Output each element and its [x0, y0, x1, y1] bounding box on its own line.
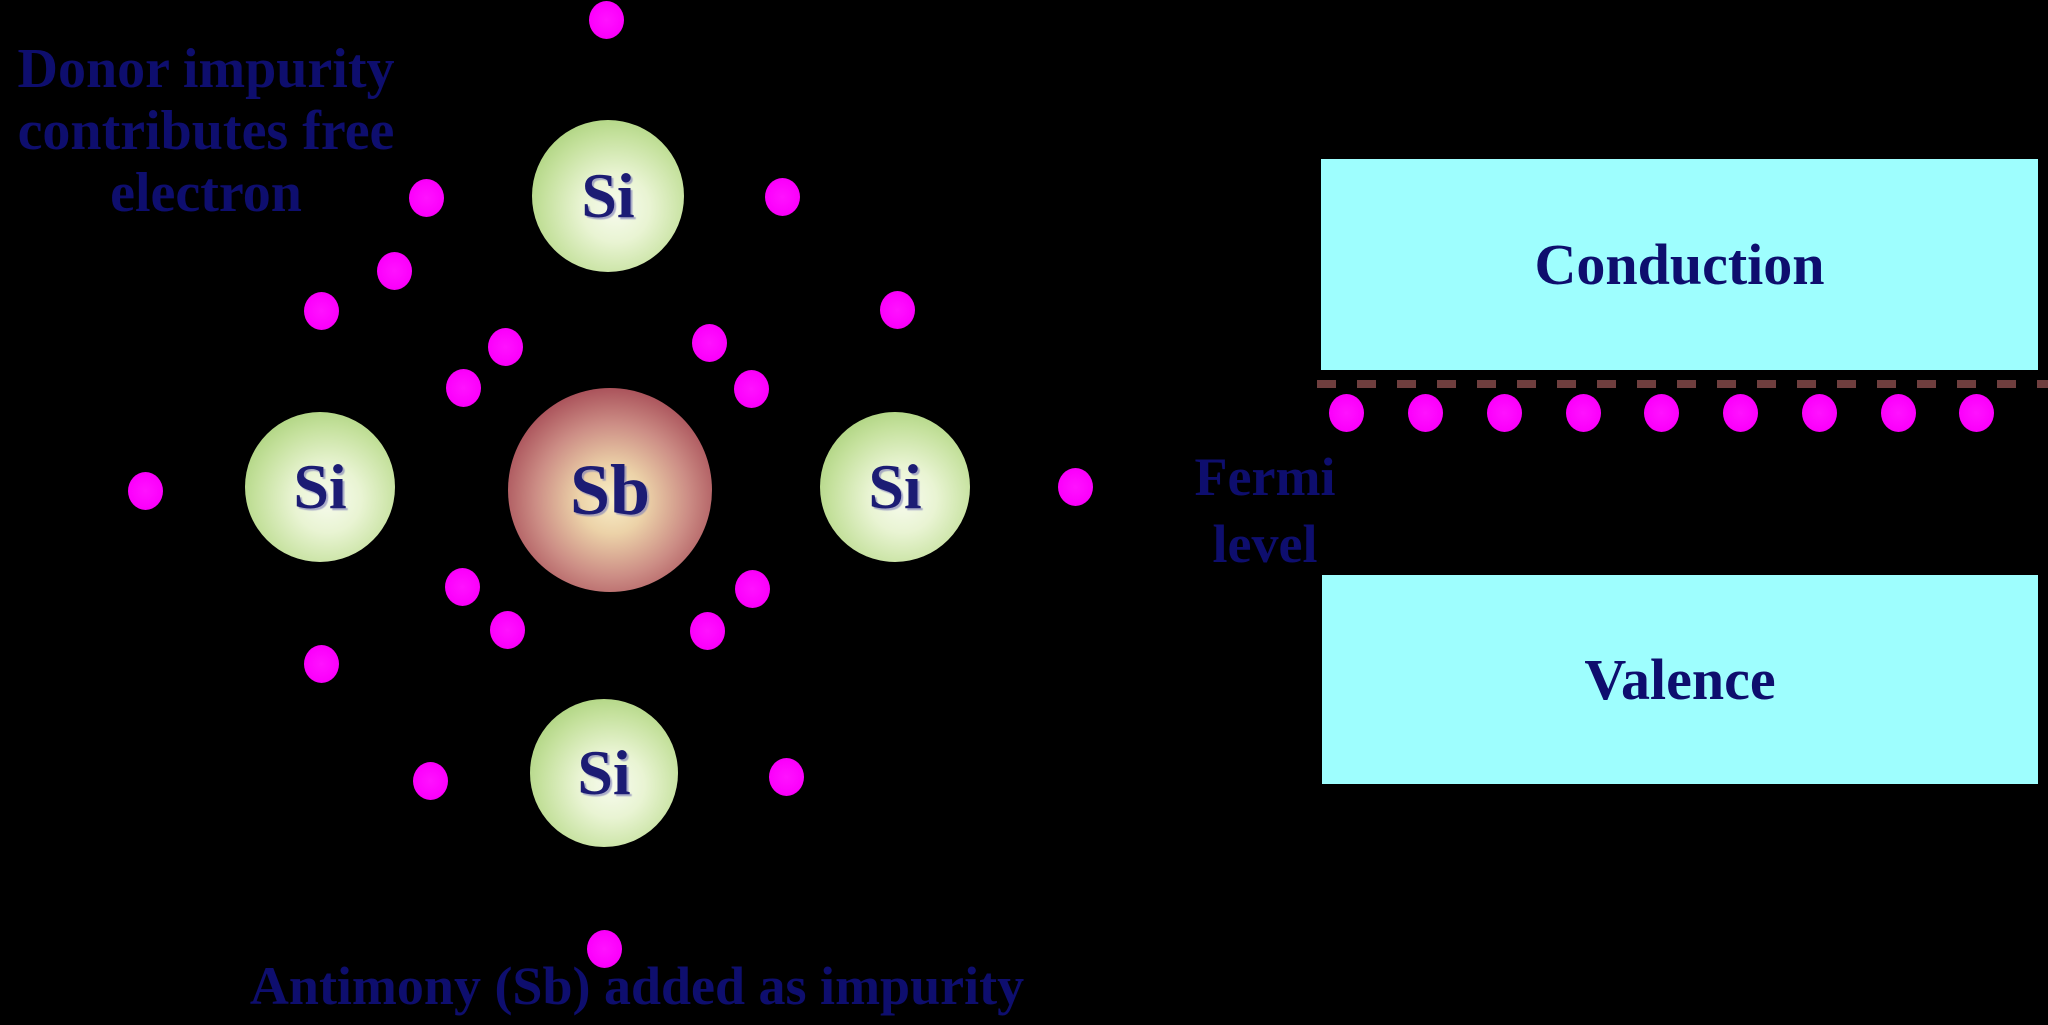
fermi-electron-dot	[1801, 394, 1837, 432]
fermi-electron-dot	[1328, 394, 1364, 432]
fermi-electron-dot	[1722, 394, 1758, 432]
fermi-label-line-1: Fermi	[1194, 447, 1336, 507]
electron-dot	[768, 758, 804, 796]
silicon-atom: Si	[245, 412, 395, 562]
fermi-electron-dot	[1880, 394, 1916, 432]
fermi-electron-dot	[1565, 394, 1601, 432]
fermi-electron-dot	[1958, 394, 1994, 432]
conduction-band-label: Conduction	[1534, 232, 1825, 297]
fermi-level-dashed-line	[1317, 380, 2048, 388]
electron-dot	[691, 324, 727, 362]
antimony-atom: Sb	[508, 388, 712, 592]
silicon-atom: Si	[532, 120, 684, 272]
electron-dot	[489, 611, 525, 649]
fermi-electron-dot	[1407, 394, 1443, 432]
fermi-electron-dot	[1486, 394, 1522, 432]
electron-dot	[764, 178, 800, 216]
title-line-3: electron	[110, 162, 302, 224]
electron-dot	[689, 612, 725, 650]
fermi-electron-dot	[1643, 394, 1679, 432]
electron-dot	[445, 369, 481, 407]
silicon-atom-label: Si	[293, 451, 347, 522]
donor-impurity-title: Donor impurity contributes free electron	[0, 38, 412, 224]
silicon-atom-label: Si	[868, 451, 922, 522]
antimony-atom-label: Sb	[569, 449, 651, 530]
electron-dot	[412, 762, 448, 800]
silicon-atom: Si	[820, 412, 970, 562]
electron-dot	[303, 645, 339, 683]
title-line-1: Donor impurity	[17, 38, 395, 100]
silicon-atom: Si	[530, 699, 678, 847]
electron-dot	[1057, 468, 1093, 506]
electron-dot	[588, 1, 624, 39]
electron-dot	[408, 179, 444, 217]
title-line-2: contributes free	[17, 100, 395, 162]
bottom-caption-text: Antimony (Sb) added as impurity	[249, 956, 1025, 1016]
electron-dot	[734, 570, 770, 608]
fermi-level-label: Fermi level	[1150, 444, 1380, 578]
electron-dot	[444, 568, 480, 606]
electron-dot	[733, 370, 769, 408]
fermi-label-line-2: level	[1212, 514, 1318, 574]
electron-dot	[586, 930, 622, 968]
valence-band-box: Valence	[1322, 575, 2038, 784]
electron-dot	[487, 328, 523, 366]
electron-dot	[303, 292, 339, 330]
electron-dot	[127, 472, 163, 510]
electron-dot	[879, 291, 915, 329]
electron-dot	[376, 252, 412, 290]
silicon-atom-label: Si	[581, 160, 635, 231]
valence-band-label: Valence	[1584, 647, 1776, 712]
antimony-impurity-caption: Antimony (Sb) added as impurity	[187, 956, 1087, 1016]
silicon-atom-label: Si	[577, 737, 631, 808]
conduction-band-box: Conduction	[1321, 159, 2038, 370]
